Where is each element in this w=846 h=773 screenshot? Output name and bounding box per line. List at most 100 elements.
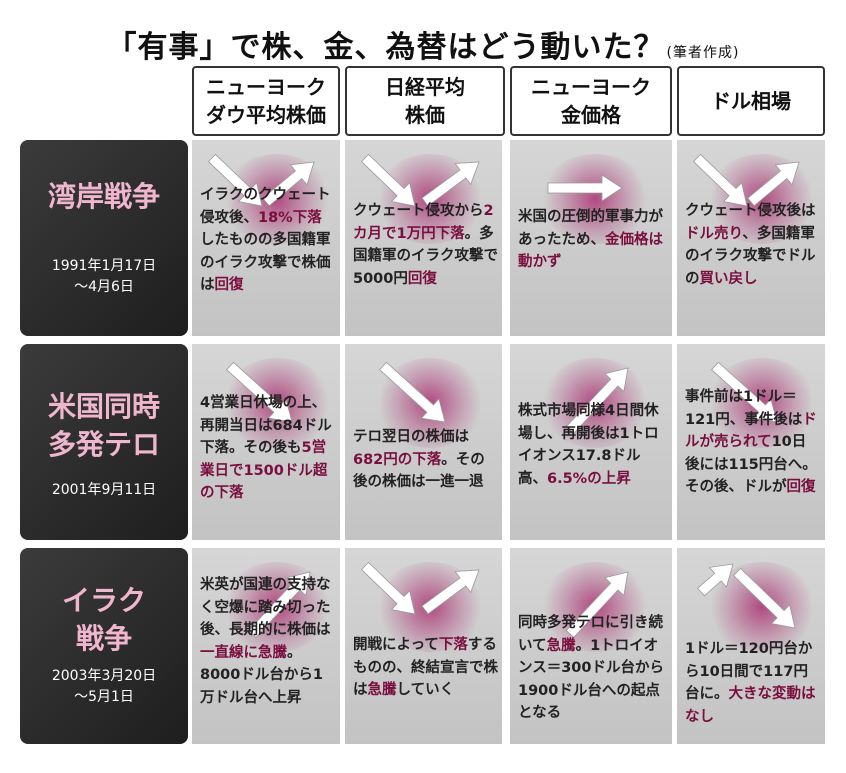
highlight-text: 18%下落 [258, 209, 322, 226]
row-date: 2001年9月11日 [51, 482, 157, 498]
body-text: 10日後には115円台へ。その後、ドルが [685, 434, 817, 495]
arrow-icon-down [711, 361, 778, 423]
row-name: イラク 戦争 [61, 584, 146, 655]
cell-text: 米英が国連の支持なく空爆に踏み切った後、長期的に株価は一直線に急騰。8000ドル… [200, 574, 334, 709]
highlight-text: 大きな変動はなし [685, 686, 816, 725]
arrow-icon-up-down [697, 563, 796, 629]
center-divider [502, 140, 508, 744]
cell-r1-c2: クウェート侵攻から2カ月で1万円下落。多国籍軍のイラク攻撃で5000円回復 [345, 140, 505, 336]
row-header-1: 湾岸戦争 1991年1月17日 ～4月6日 [20, 140, 188, 336]
arrow-icon-flat [547, 174, 623, 202]
arrow-shape [360, 561, 416, 615]
body-text: するものの、終結宣言で株は [353, 637, 498, 698]
page-title: 「有事」で株、金、為替はどう動いた？(筆者作成) [0, 22, 846, 66]
arrow-shape [711, 361, 778, 423]
cell-r1-c3: 米国の圧倒的軍事力があったため、金価格は動かず [510, 140, 672, 336]
highlight-text: 回復 [214, 277, 244, 293]
cell-text: テロ翌日の株価は682円の下落。その後の株価は一進一退 [353, 426, 499, 494]
body-text: クウェート侵攻から [353, 203, 484, 219]
body-text: 。8000ドル台から1万ドル台へ上昇 [200, 644, 323, 706]
row-header-2: 米国同時 多発テロ 2001年9月11日 [20, 344, 188, 540]
arrow-shape [421, 161, 480, 207]
arrow-icon-up [565, 367, 629, 434]
body-text: 。多国籍軍のイラク攻撃で5000円 [353, 225, 498, 287]
body-text: 米英が国連の支持なく空爆に踏み切った後、長期的に株価は [200, 577, 331, 638]
body-text: 株式市場同様4日間休場し、再開後は1トロイオンス17.8ドル高、 [518, 403, 659, 487]
highlight-text: 一直線に急騰 [200, 644, 287, 661]
cell-r3-c4: 1ドル＝120円台から10日間で117円台に。大きな変動はなし [677, 548, 825, 744]
highlight-text: 回復 [407, 270, 437, 287]
arrow-icon-down-up [360, 153, 480, 207]
highlight-text: 急騰 [546, 637, 576, 654]
cell-text: クウェート侵攻から2カ月で1万円下落。多国籍軍のイラク攻撃で5000円回復 [353, 200, 499, 290]
cell-r3-c2: 開戦によって下落するものの、終結宣言で株は急騰していく [345, 548, 505, 744]
arrow-icon-down-up [207, 153, 315, 207]
body-text: していく [396, 682, 455, 698]
cell-r1-c4: クウェート侵攻後はドル売り、多国籍軍のイラク攻撃でドルの買い戻し [677, 140, 825, 336]
cell-r2-c3: 株式市場同様4日間休場し、再開後は1トロイオンス17.8ドル高、6.5%の上昇 [510, 344, 672, 540]
column-header-2: 日経平均 株価 [345, 66, 505, 136]
arrow-shape [547, 174, 623, 202]
arrow-shape [226, 361, 293, 423]
highlight-text: 2カ月で1万円下落 [353, 203, 494, 242]
cell-r1-c1: イラクのクウェート侵攻後、18%下落したものの多国籍軍のイラク攻撃で株価は回復 [192, 140, 340, 336]
cell-text: 事件前は1ドル＝121円、事件後はドルが売られて10日後には115円台へ。その後… [685, 386, 819, 499]
cell-text: 株式市場同様4日間休場し、再開後は1トロイオンス17.8ドル高、6.5%の上昇 [518, 400, 666, 490]
arrow-shape [379, 361, 446, 423]
glow-shape [540, 154, 650, 244]
body-text: クウェート侵攻後は [685, 203, 816, 219]
cell-text: 開戦によって下落するものの、終結宣言で株は急騰していく [353, 634, 499, 702]
arrow-icon-down-up [692, 153, 800, 207]
arrow-icon-down [226, 361, 293, 423]
column-divider-3 [674, 140, 677, 744]
body-text: 。その後の株価は一進一退 [353, 451, 485, 491]
column-header-4: ドル相場 [677, 66, 825, 136]
arrow-shape [360, 153, 416, 207]
arrow-shape [565, 367, 629, 434]
body-text: 米国の圧倒的軍事力があったため、 [518, 209, 663, 248]
cell-text: クウェート侵攻後はドル売り、多国籍軍のイラク攻撃でドルの買い戻し [685, 200, 819, 290]
body-text: テロ翌日の株価は [353, 429, 469, 445]
body-text: 同時多発テロに引き続いて [518, 615, 663, 654]
arrow-shape [421, 569, 480, 615]
highlight-text: 下落 [438, 637, 468, 653]
cell-text: イラクのクウェート侵攻後、18%下落したものの多国籍軍のイラク攻撃で株価は回復 [200, 184, 334, 297]
highlight-text: 金価格は動かず [518, 231, 663, 271]
highlight-text: 回復 [786, 479, 816, 495]
arrow-shape [697, 563, 734, 597]
arrow-icon-up [565, 571, 629, 638]
cell-text: 米国の圧倒的軍事力があったため、金価格は動かず [518, 206, 666, 274]
arrow-icon-down [379, 361, 446, 423]
column-header-1: ニューヨーク ダウ平均株価 [192, 66, 340, 136]
highlight-text: 5営業日で1500ドル超の下落 [200, 440, 328, 501]
cell-text: 4営業日休場の上、再開当日は684ドル下落。その後も5営業日で1500ドル超の下… [200, 392, 334, 505]
cell-text: 同時多発テロに引き続いて急騰。1トロイオンス＝300ドル台から1900ドル台への… [518, 612, 666, 725]
body-text: 。1トロイオンス＝300ドル台から1900ドル台への起点となる [518, 637, 664, 722]
row-name: 米国同時 多発テロ [47, 390, 160, 461]
arrow-shape [565, 571, 629, 638]
cell-text: 1ドル＝120円台から10日間で117円台に。大きな変動はなし [685, 638, 819, 728]
body-text: 1ドル＝120円台から10日間で117円台に。 [685, 641, 813, 702]
cell-r3-c1: 米英が国連の支持なく空爆に踏み切った後、長期的に株価は一直線に急騰。8000ドル… [192, 548, 340, 744]
arrow-shape [247, 571, 311, 638]
highlight-text: 急騰 [367, 682, 397, 698]
cell-r2-c2: テロ翌日の株価は682円の下落。その後の株価は一進一退 [345, 344, 505, 540]
body-text: イラクのクウェート侵攻後、 [200, 187, 331, 226]
row-date: 1991年1月17日 ～4月6日 [51, 258, 157, 295]
body-text: 、多国籍軍のイラク攻撃でドルの [685, 225, 816, 287]
arrow-icon-down-up [360, 561, 480, 615]
arrow-icon-up [247, 571, 311, 638]
title-text: 「有事」で株、金、為替はどう動いた？ [106, 30, 665, 65]
column-divider-1 [342, 140, 345, 744]
highlight-text: ドル売り [685, 225, 743, 242]
body-text: 開戦によって [353, 637, 439, 653]
body-text: 事件前は1ドル＝121円、事件後は [685, 389, 803, 428]
row-name: 湾岸戦争 [47, 180, 160, 213]
title-note: (筆者作成) [666, 45, 740, 61]
body-text: 4営業日休場の上、再開当日は684ドル下落。その後も [200, 395, 332, 456]
cell-r2-c1: 4営業日休場の上、再開当日は684ドル下落。その後も5営業日で1500ドル超の下… [192, 344, 340, 540]
arrow-shape [692, 153, 748, 207]
arrow-shape [732, 567, 796, 629]
cell-r3-c3: 同時多発テロに引き続いて急騰。1トロイオンス＝300ドル台から1900ドル台への… [510, 548, 672, 744]
